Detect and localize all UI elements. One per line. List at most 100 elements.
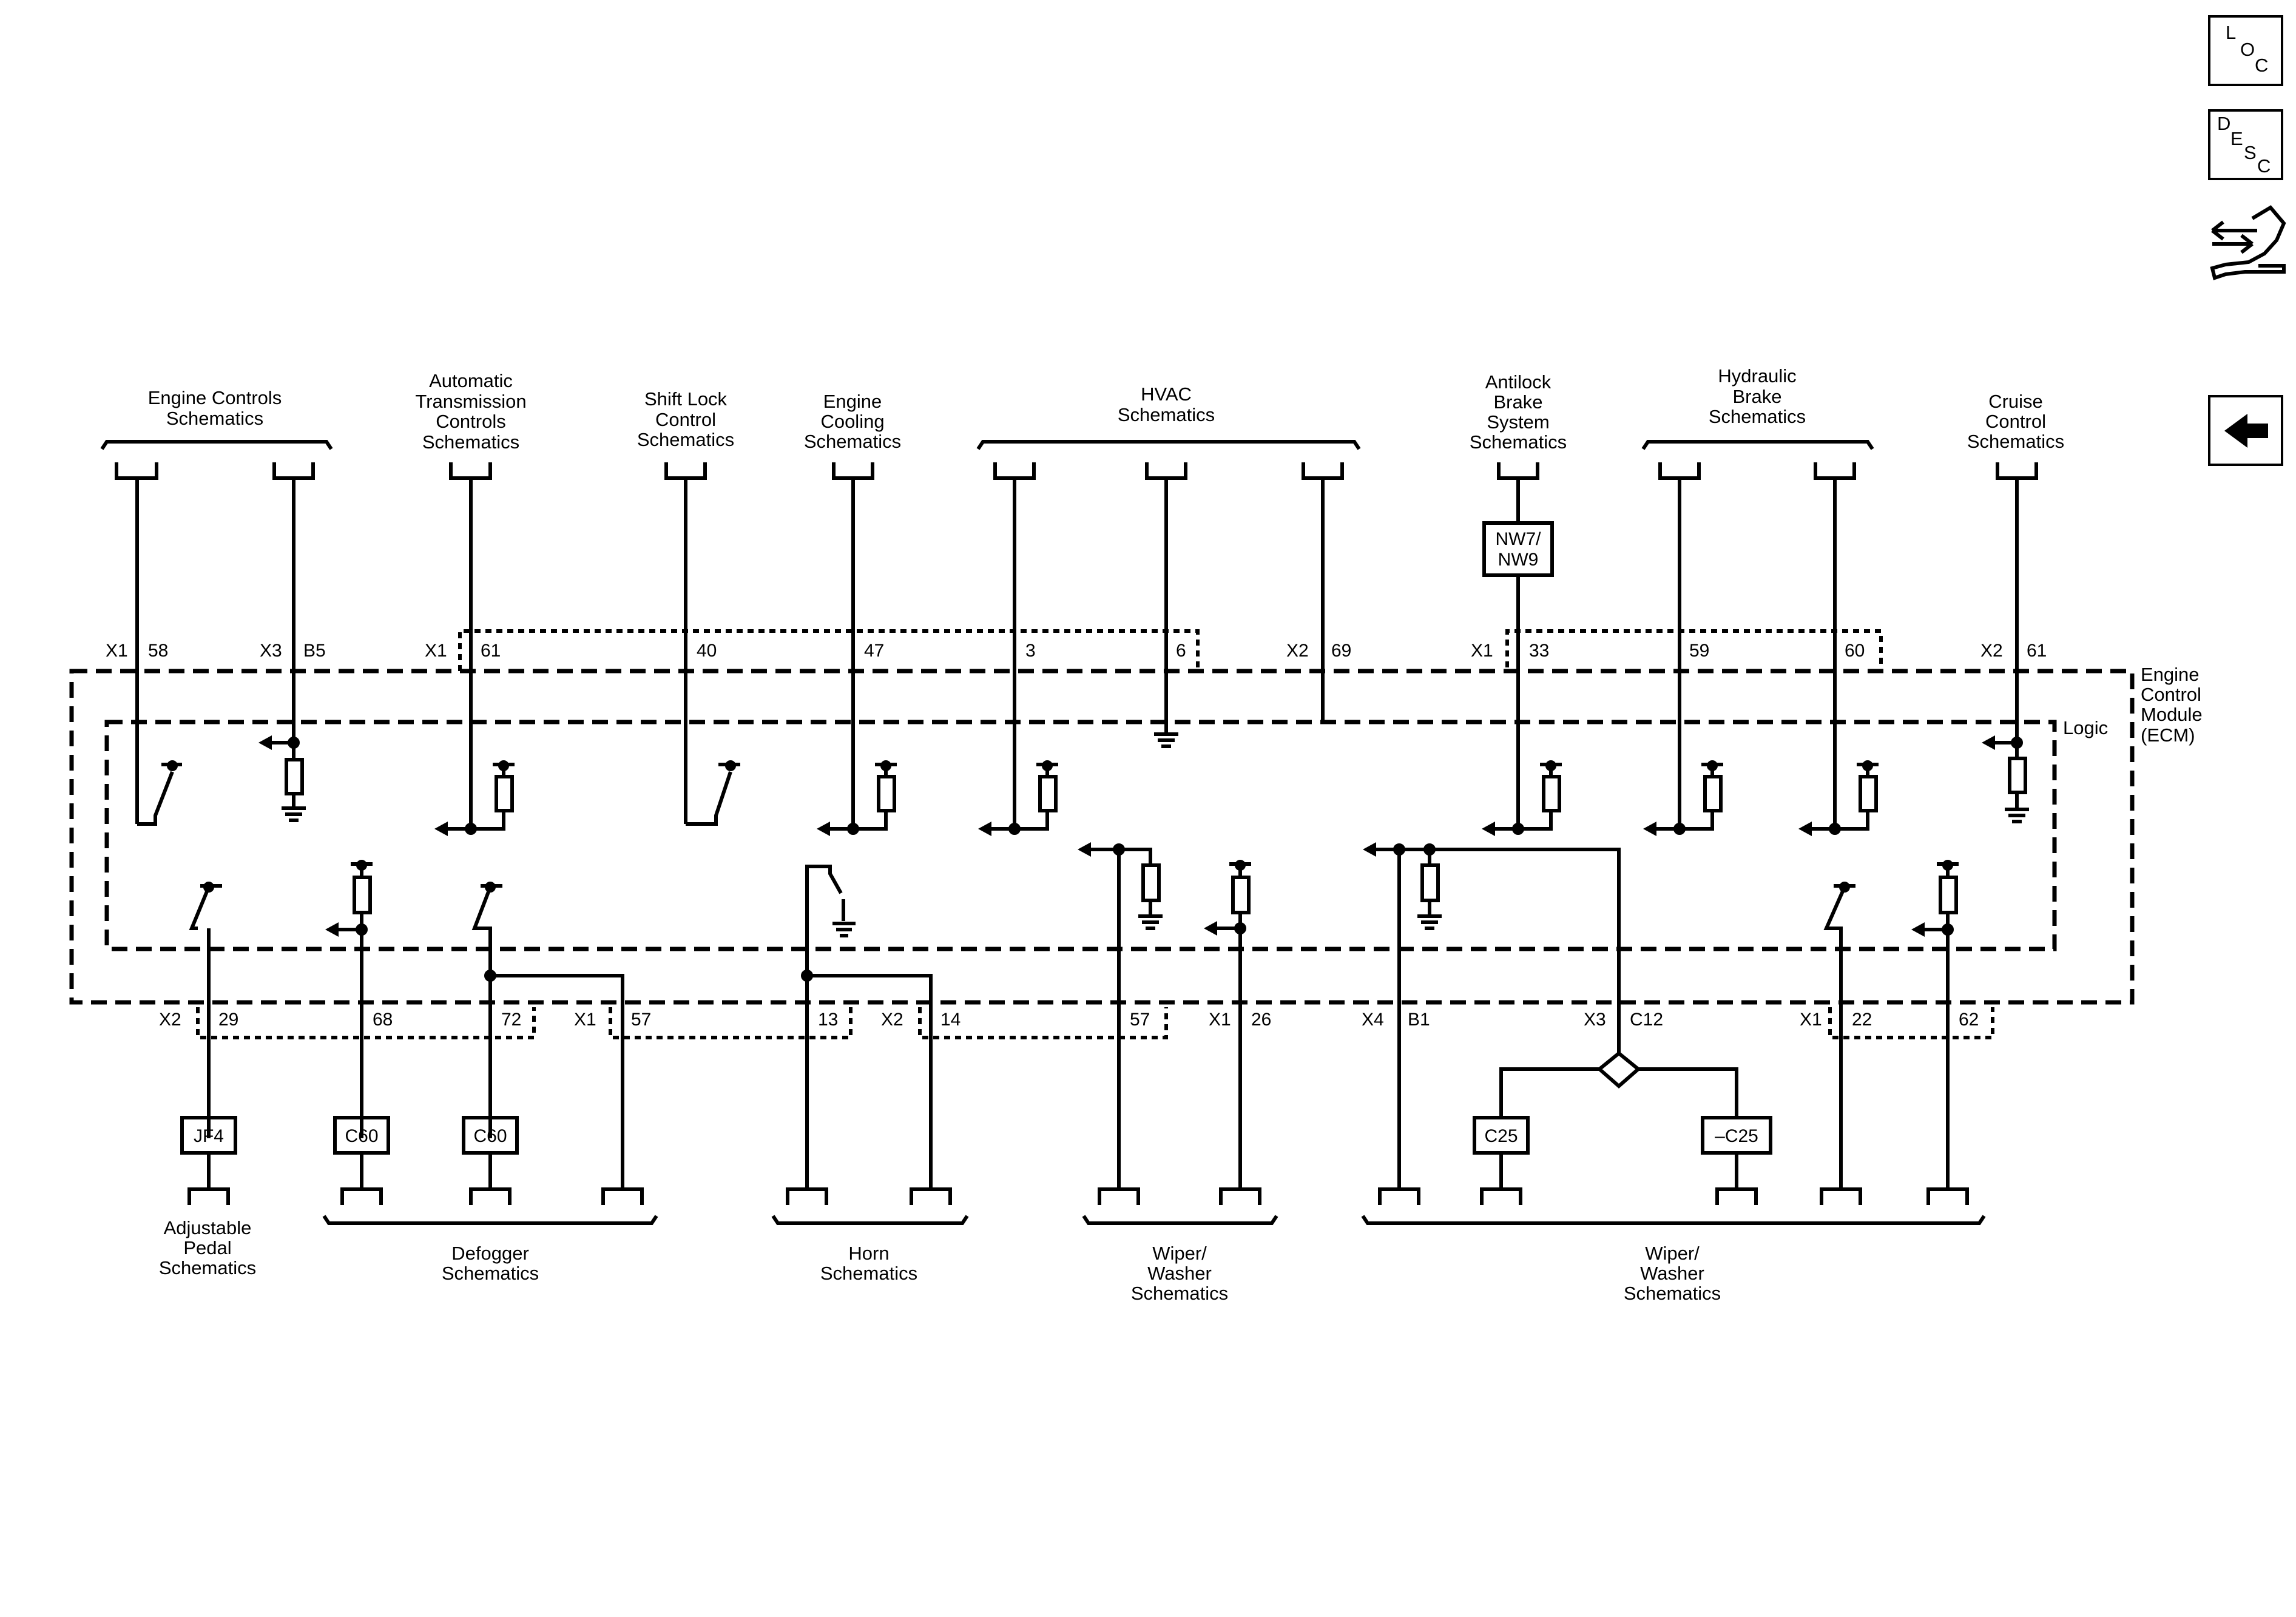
nw7-nw9-box: NW7/ NW9 <box>1482 521 1554 577</box>
svg-text:X3: X3 <box>1584 1010 1606 1030</box>
svg-text:Washer: Washer <box>1640 1263 1704 1284</box>
hydraulic-brake-label: Hydraulic Brake Schematics <box>1709 365 1806 427</box>
svg-text:6: 6 <box>1176 641 1186 661</box>
bottom-connector-groups <box>196 1007 1994 1039</box>
svg-text:Schematics: Schematics <box>1624 1283 1721 1304</box>
svg-text:Automatic: Automatic <box>429 370 513 391</box>
c25-box: C25 <box>1473 1116 1530 1155</box>
svg-text:X1: X1 <box>425 641 447 661</box>
svg-text:58: 58 <box>148 641 168 661</box>
svg-text:E: E <box>2230 128 2243 149</box>
svg-text:Washer: Washer <box>1147 1263 1212 1284</box>
svg-text:JF4: JF4 <box>194 1126 224 1146</box>
top-brackets <box>100 440 1874 450</box>
svg-text:26: 26 <box>1251 1010 1271 1030</box>
svg-text:Cooling: Cooling <box>820 411 884 432</box>
c60-box-left: C60 <box>333 1116 390 1155</box>
connector-wrench-icon[interactable] <box>2210 205 2286 280</box>
bottom-pin-labels: X2 29 68 72 X1 57 13 X2 14 57 X1 26 X4 B… <box>159 1010 1979 1030</box>
svg-text:69: 69 <box>1331 641 1351 661</box>
c60-box-right: C60 <box>462 1116 519 1155</box>
svg-text:Schematics: Schematics <box>422 431 519 453</box>
logic-label: Logic <box>2063 717 2108 738</box>
loc-button[interactable]: L O C <box>2208 15 2283 86</box>
svg-text:Brake: Brake <box>1494 391 1543 413</box>
svg-text:NW9: NW9 <box>1498 550 1539 570</box>
left-arrow-icon <box>2224 414 2268 448</box>
upper-arrows <box>258 735 1995 836</box>
svg-text:C12: C12 <box>1630 1010 1663 1030</box>
svg-text:Schematics: Schematics <box>166 408 263 429</box>
svg-text:Engine Controls: Engine Controls <box>148 387 282 408</box>
svg-text:(ECM): (ECM) <box>2141 724 2195 746</box>
svg-text:X2: X2 <box>159 1010 181 1030</box>
svg-text:Antilock: Antilock <box>1485 371 1551 393</box>
back-button[interactable] <box>2208 395 2283 466</box>
svg-text:X4: X4 <box>1362 1010 1384 1030</box>
svg-text:29: 29 <box>218 1010 238 1030</box>
svg-text:Schematics: Schematics <box>1470 431 1567 453</box>
horn-label: Horn Schematics <box>820 1243 917 1284</box>
svg-text:Control: Control <box>655 409 716 430</box>
svg-text:Adjustable: Adjustable <box>164 1217 252 1238</box>
antilock-brake-label: Antilock Brake System Schematics <box>1470 371 1567 453</box>
svg-text:HVAC: HVAC <box>1141 383 1192 405</box>
ecm-label: Engine Control Module (ECM) <box>2141 664 2203 746</box>
svg-text:Controls: Controls <box>436 411 505 432</box>
svg-text:Module: Module <box>2141 704 2203 725</box>
wiper-washer-label-right: Wiper/ Washer Schematics <box>1624 1243 1721 1304</box>
not-c25-box: –C25 <box>1701 1116 1772 1155</box>
automatic-transmission-label: Automatic Transmission Controls Schemati… <box>415 370 526 453</box>
svg-text:Schematics: Schematics <box>637 429 734 450</box>
svg-text:B1: B1 <box>1408 1010 1430 1030</box>
svg-text:C25: C25 <box>1484 1126 1518 1146</box>
lower-arrows <box>325 842 1925 937</box>
svg-text:Schematics: Schematics <box>804 431 901 452</box>
bottom-brackets <box>322 1215 1986 1225</box>
svg-text:X1: X1 <box>1209 1010 1231 1030</box>
bottom-labels: Adjustable Pedal Schematics Defogger Sch… <box>159 1217 1721 1304</box>
hvac-label: HVAC Schematics <box>1118 383 1215 425</box>
top-wires <box>115 462 2038 829</box>
svg-text:X2: X2 <box>881 1010 903 1030</box>
top-labels: Engine Controls Schematics Automatic Tra… <box>148 365 2064 453</box>
svg-text:X3: X3 <box>260 641 282 661</box>
top-pin-labels: X1 58 X3 B5 X1 61 40 47 3 6 X2 69 X1 33 … <box>106 641 2047 661</box>
svg-text:L: L <box>2226 22 2236 43</box>
svg-text:X1: X1 <box>1471 641 1493 661</box>
svg-text:14: 14 <box>940 1010 961 1030</box>
shift-lock-label: Shift Lock Control Schematics <box>637 388 734 450</box>
svg-text:Schematics: Schematics <box>442 1263 539 1284</box>
svg-text:X1: X1 <box>106 641 128 661</box>
adjustable-pedal-label: Adjustable Pedal Schematics <box>159 1217 256 1278</box>
svg-text:Engine: Engine <box>2141 664 2200 685</box>
svg-text:61: 61 <box>481 641 501 661</box>
svg-text:22: 22 <box>1852 1010 1872 1030</box>
svg-text:13: 13 <box>818 1010 838 1030</box>
svg-text:40: 40 <box>697 641 717 661</box>
svg-text:57: 57 <box>1130 1010 1150 1030</box>
svg-text:Schematics: Schematics <box>1967 431 2064 452</box>
ecm-outline <box>69 669 2135 1005</box>
svg-text:3: 3 <box>1025 641 1036 661</box>
svg-text:Control: Control <box>1985 411 2046 432</box>
svg-text:X2: X2 <box>1286 641 1309 661</box>
svg-text:–C25: –C25 <box>1715 1126 1758 1146</box>
svg-text:C60: C60 <box>345 1126 378 1146</box>
svg-text:Schematics: Schematics <box>1118 404 1215 425</box>
svg-text:Schematics: Schematics <box>1131 1283 1228 1304</box>
defogger-label: Defogger Schematics <box>442 1243 539 1284</box>
svg-text:Control: Control <box>2141 684 2201 705</box>
svg-text:Schematics: Schematics <box>159 1257 256 1278</box>
svg-text:Brake: Brake <box>1733 386 1782 407</box>
svg-text:Horn: Horn <box>848 1243 889 1264</box>
svg-text:47: 47 <box>864 641 884 661</box>
desc-button[interactable]: D E S C <box>2208 109 2283 180</box>
top-connector-groups <box>458 629 1883 671</box>
svg-text:Wiper/: Wiper/ <box>1152 1243 1207 1264</box>
svg-text:68: 68 <box>373 1010 393 1030</box>
svg-text:C: C <box>2257 155 2271 177</box>
svg-text:Schematics: Schematics <box>1709 406 1806 427</box>
svg-text:61: 61 <box>2027 641 2047 661</box>
svg-text:60: 60 <box>1845 641 1865 661</box>
